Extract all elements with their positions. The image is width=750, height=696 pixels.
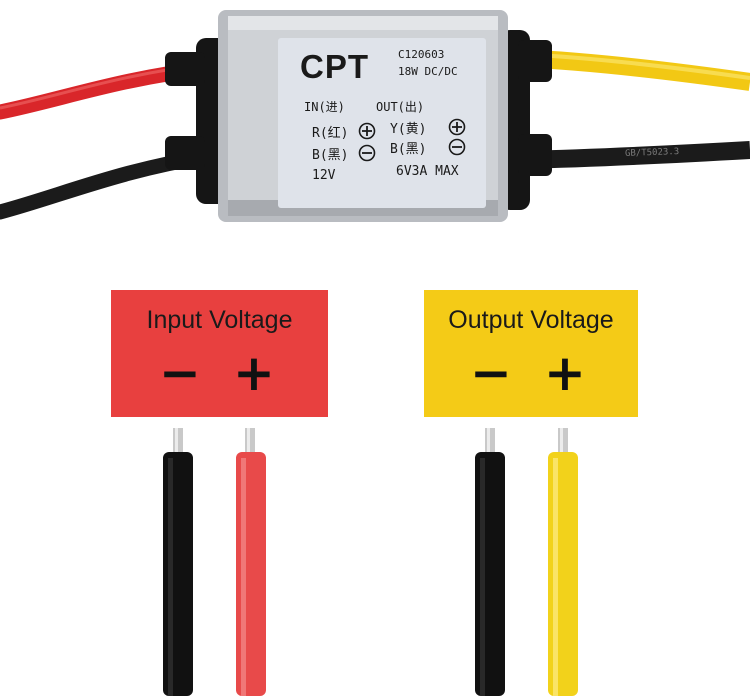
minus-circle-icon xyxy=(358,144,376,162)
input-voltage-title: Input Voltage xyxy=(146,306,293,334)
output-voltage-box: Output Voltage − + xyxy=(424,290,638,417)
output-positive-sign: + xyxy=(544,344,586,402)
input-voltage-label: 12V xyxy=(312,168,336,183)
input-negative-sign: − xyxy=(159,344,201,402)
output-rating-label: 6V3A MAX xyxy=(396,164,459,179)
cable-marking: GB/T5023.3 xyxy=(624,147,680,159)
model-code: C120603 xyxy=(398,48,445,61)
output-positive-wire xyxy=(548,452,578,696)
output-black-label: B(黑) xyxy=(390,142,427,157)
output-yellow-label: Y(黄) xyxy=(390,122,427,137)
output-heading: OUT(出) xyxy=(376,100,425,114)
input-negative-wire xyxy=(163,452,193,696)
brand-text: CPT xyxy=(300,48,369,85)
input-positive-sign: + xyxy=(233,344,275,402)
plus-circle-icon xyxy=(358,122,376,140)
spec-label: CPT C120603 18W DC/DC IN(进) OUT(出) R(红) … xyxy=(278,38,486,208)
input-voltage-box: Input Voltage − + xyxy=(111,290,328,417)
input-black-label: B(黑) xyxy=(312,148,349,163)
minus-circle-icon xyxy=(448,138,466,156)
converter-module: CPT C120603 18W DC/DC IN(进) OUT(出) R(红) … xyxy=(0,0,750,240)
input-heading: IN(进) xyxy=(304,100,345,114)
input-positive-wire xyxy=(236,452,266,696)
output-negative-wire xyxy=(475,452,505,696)
plus-circle-icon xyxy=(448,118,466,136)
output-negative-sign: − xyxy=(470,344,512,402)
input-red-label: R(红) xyxy=(312,126,349,141)
wire-ends xyxy=(163,428,578,696)
output-voltage-title: Output Voltage xyxy=(448,306,614,334)
power-rating: 18W DC/DC xyxy=(398,65,458,78)
